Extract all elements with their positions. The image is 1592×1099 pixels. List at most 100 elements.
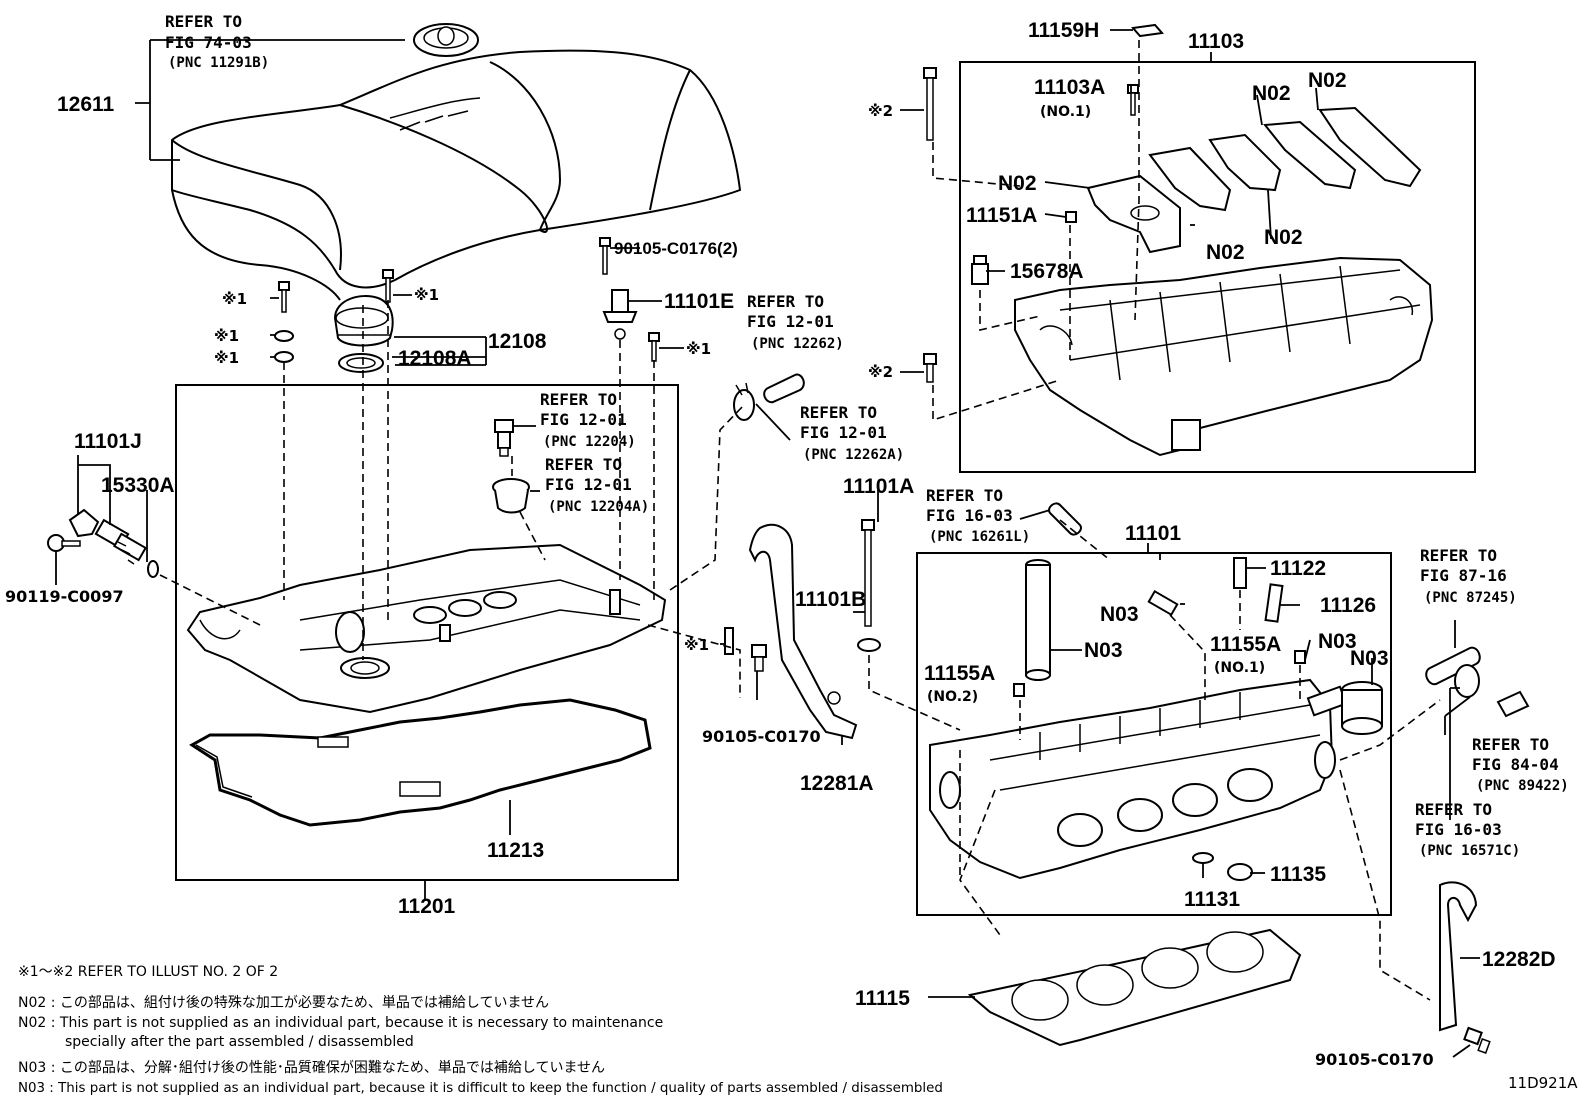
label-90105-c0170-a: 90105-C0170	[702, 727, 821, 746]
bolt-m2-upper[interactable]	[923, 67, 937, 141]
ref-12262-l1: REFER TO	[747, 292, 824, 311]
label-90105-c0176: 90105-C0176(2)	[614, 239, 738, 258]
label-12611: 12611	[57, 93, 115, 116]
note-n03-en: N03 : This part is not supplied as an in…	[18, 1081, 943, 1096]
label-11155a-2: 11155A	[924, 662, 995, 685]
bolt-90105-c0176[interactable]	[599, 237, 611, 275]
bolt-11103a[interactable]	[1127, 84, 1139, 116]
head-gasket-11115[interactable]	[967, 928, 1302, 1047]
ref-12262a-l2: FIG 12-01	[800, 423, 887, 442]
label-15678a: 15678A	[1010, 260, 1084, 283]
ref-12262-l2: FIG 12-01	[747, 312, 834, 331]
o-ring-16571c[interactable]	[1454, 664, 1480, 698]
oil-filler-cap-12108[interactable]	[333, 295, 394, 347]
mark-m1-f: ※1	[684, 636, 709, 654]
label-11151a: 11151A	[966, 204, 1037, 227]
sensor-11101e[interactable]	[602, 289, 638, 340]
label-11135: 11135	[1270, 863, 1326, 886]
cylinder-head-11101[interactable]	[929, 678, 1336, 880]
bolt-m1-left[interactable]	[274, 281, 294, 363]
plug-11159h[interactable]	[1131, 23, 1164, 38]
label-11103: 11103	[1188, 30, 1244, 53]
label-11103a-no: (NO.1)	[1040, 104, 1091, 120]
ref-12262a-l1: REFER TO	[800, 403, 877, 422]
label-11101b: 11101B	[795, 588, 866, 611]
cam-cap-n02-4[interactable]	[1263, 120, 1357, 190]
ref-12204a-pnc: (PNC 12204A)	[548, 499, 649, 515]
mark-m1-c: ※1	[214, 349, 239, 367]
ref-12262a-pnc: (PNC 12262A)	[803, 447, 904, 463]
sleeve-n03-3[interactable]	[1341, 681, 1383, 735]
pin-11151a[interactable]	[1065, 211, 1077, 223]
label-90105-c0170-b: 90105-C0170	[1315, 1050, 1434, 1069]
ref-16261l-l1: REFER TO	[926, 486, 1003, 505]
pin-11122[interactable]	[1233, 557, 1247, 589]
pin-11155a-1[interactable]	[1294, 650, 1306, 664]
bolt-m2-lower[interactable]	[923, 353, 937, 383]
emblem-logo	[413, 23, 479, 57]
camshaft-housing-11103[interactable]	[1014, 256, 1434, 457]
ref-74-03-l1: REFER TO	[165, 12, 242, 31]
ref-74-03-l2: FIG 74-03	[165, 33, 252, 52]
label-12281a: 12281A	[800, 772, 874, 795]
pipe-87245[interactable]	[1425, 646, 1481, 686]
label-11103a: 11103A	[1034, 76, 1105, 99]
engine-cover-12611[interactable]	[171, 49, 742, 301]
label-11101a: 11101A	[843, 475, 914, 498]
label-11155a-1: 11155A	[1210, 633, 1281, 656]
cylinder-head-cover-11201[interactable]	[186, 543, 667, 714]
labels: REFER TO FIG 74-03 (PNC 11291B) 12611 ※1…	[5, 12, 1578, 1096]
pin-11155a-2[interactable]	[1013, 683, 1025, 697]
pcv-valve-12204[interactable]	[494, 419, 514, 457]
bolt-90105-c0170-a[interactable]	[751, 644, 767, 672]
mark-m1-b: ※1	[214, 327, 239, 345]
cam-cap-n02-2[interactable]	[1148, 146, 1232, 212]
grommet-12204a[interactable]	[492, 478, 530, 514]
bolt-11101a[interactable]	[857, 519, 881, 652]
bolt-90119-c0097[interactable]	[47, 534, 81, 552]
hose-12262[interactable]	[733, 373, 805, 421]
sensor-89422[interactable]	[1496, 690, 1530, 718]
plug-15678a[interactable]	[971, 255, 989, 285]
stud-m1-hanger[interactable]	[724, 627, 734, 655]
label-15330a: 15330A	[101, 474, 175, 497]
ref-74-03-pnc: (PNC 11291B)	[168, 55, 269, 71]
bolt-90105-c0170-b[interactable]	[1463, 1026, 1491, 1054]
ref-87245-l1: REFER TO	[1420, 546, 1497, 565]
pipe-16261l[interactable]	[1048, 502, 1082, 536]
engine-hanger-12282d[interactable]	[1439, 881, 1478, 1032]
assembly-lines	[159, 40, 1441, 1001]
seal-11131[interactable]	[1192, 852, 1214, 864]
o-ring-15330a[interactable]	[147, 560, 159, 578]
note-n02-en2: specially after the part assembled / dis…	[65, 1034, 414, 1050]
label-11122: 11122	[1270, 557, 1326, 580]
cam-cap-n02-3[interactable]	[1208, 133, 1282, 192]
ref-16261l-pnc: (PNC 16261L)	[929, 529, 1030, 545]
label-n02-c: N02	[1308, 69, 1347, 92]
seal-11135[interactable]	[1227, 863, 1253, 881]
mark-m1-d: ※1	[414, 286, 439, 304]
engine-hanger-12281a[interactable]	[748, 523, 858, 740]
cam-cap-n02-5[interactable]	[1318, 106, 1422, 188]
mark-m2-a: ※2	[868, 102, 893, 120]
ref-12204a-l2: FIG 12-01	[545, 475, 632, 494]
label-n02-a: N02	[998, 172, 1037, 195]
bolt-m1-right[interactable]	[648, 332, 660, 362]
dowel-n03-1[interactable]	[1147, 589, 1179, 617]
label-11155a-2-no: (NO.2)	[927, 689, 978, 705]
label-n02-d: N02	[1206, 241, 1245, 264]
mark-m2-b: ※2	[868, 363, 893, 381]
pin-11126[interactable]	[1264, 583, 1284, 623]
head-cover-gasket-11213[interactable]	[189, 698, 652, 827]
figure-id: 11D921A	[1508, 1074, 1578, 1092]
label-11201: 11201	[398, 895, 456, 918]
oil-control-valve-11101j[interactable]	[68, 508, 147, 565]
cap-gasket-12108a[interactable]	[338, 353, 384, 373]
cam-cap-n02-1[interactable]	[1086, 174, 1181, 254]
stud-n03-tall[interactable]	[1025, 559, 1051, 681]
ref-12204-l1: REFER TO	[540, 390, 617, 409]
label-11101e: 11101E	[664, 290, 734, 313]
mark-m1-e: ※1	[686, 340, 711, 358]
label-n03-c: N03	[1318, 630, 1357, 653]
bolt-m1-center[interactable]	[382, 269, 394, 303]
